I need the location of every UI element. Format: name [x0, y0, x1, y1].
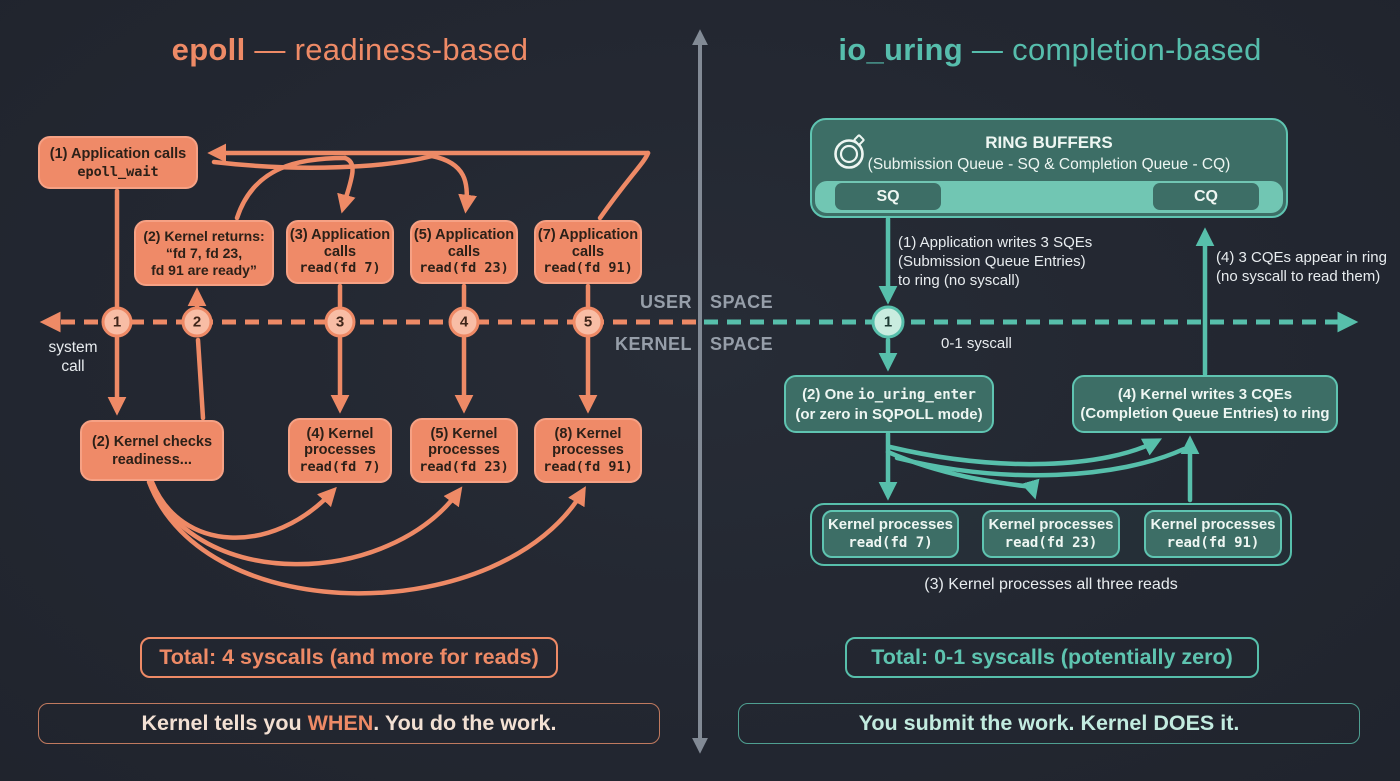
kp-read-fd91-code: read(fd 91) [1166, 535, 1260, 551]
syscall-marker-4: 4 [448, 306, 480, 338]
sqe-annotation: (1) Application writes 3 SQEs (Submissio… [898, 234, 1093, 289]
kernel-read-fd23-code: read(fd 23) [419, 458, 509, 475]
box-app-calls-read-fd91: (7) Application calls read(fd 91) [534, 220, 642, 284]
syscall-marker-5: 5 [572, 306, 604, 338]
system-call-label: system call [48, 339, 98, 375]
box-kernel-processes-read-fd91: Kernel processes read(fd 91) [1144, 510, 1282, 558]
epoll-title-rest: — readiness-based [245, 32, 529, 67]
kernel-space-label-right: SPACE [710, 334, 774, 354]
box-kernel-writes-cqes: (4) Kernel writes 3 CQEs (Completion Que… [1072, 375, 1338, 433]
kernel-read-fd7-code: read(fd 7) [299, 458, 381, 475]
epoll-arrows [107, 143, 651, 596]
epoll-total-box: Total: 4 syscalls (and more for reads) [140, 637, 558, 678]
syscall-marker-1: 1 [101, 306, 133, 338]
kernel-space-label-left: KERNEL [614, 334, 692, 354]
sq-chip: SQ [835, 183, 941, 210]
cq-chip: CQ [1153, 183, 1259, 210]
kernel-processes-caption: (3) Kernel processes all three reads [924, 576, 1178, 593]
box-kernel-processes-read-fd7: Kernel processes read(fd 7) [822, 510, 959, 558]
kp-read-fd7-code: read(fd 7) [848, 535, 933, 551]
box-kernel-checks-readiness: (2) Kernel checks readiness... [80, 420, 224, 481]
epoll-title-strong: epoll [171, 32, 246, 67]
epoll-wait-code: epoll_wait [77, 163, 159, 180]
box-kernel-processes-read-fd23: Kernel processes read(fd 23) [982, 510, 1120, 558]
box-kernel-processes-fd91: (8) Kernel processes read(fd 91) [534, 418, 642, 483]
ring-buffers-subtitle: (Submission Queue - SQ & Completion Queu… [867, 156, 1231, 173]
read-fd7-code: read(fd 7) [299, 260, 381, 277]
read-fd23-code: read(fd 23) [419, 260, 509, 277]
syscall-marker-2: 2 [181, 306, 213, 338]
kp-read-fd23-code: read(fd 23) [1004, 535, 1098, 551]
box-app-calls-read-fd7: (3) Application calls read(fd 7) [286, 220, 394, 284]
zero-one-syscall-note: 0-1 syscall [941, 335, 1012, 352]
box-app-calls-epoll-wait: (1) Application calls epoll_wait [38, 136, 198, 189]
kernel-read-fd91-code: read(fd 91) [543, 458, 633, 475]
box-iouring-enter: (2) One io_uring_enter (or zero in SQPOL… [784, 375, 994, 433]
iouring-total-box: Total: 0-1 syscalls (potentially zero) [845, 637, 1259, 678]
iouring-title-strong: io_uring [838, 32, 964, 67]
box-kernel-processes-fd23: (5) Kernel processes read(fd 23) [410, 418, 518, 483]
box-kernel-processes-fd7: (4) Kernel processes read(fd 7) [288, 418, 392, 483]
box-app-calls-read-fd23: (5) Application calls read(fd 23) [410, 220, 518, 284]
ring-icon [834, 134, 865, 169]
syscall-marker-3: 3 [324, 306, 356, 338]
iouring-arrows [878, 216, 1215, 503]
epoll-title: epoll — readiness-based [60, 32, 640, 68]
user-space-label-right: SPACE [710, 292, 774, 312]
epoll-statement-box: Kernel tells you WHEN. You do the work. [38, 703, 660, 744]
iouring-statement-box: You submit the work. Kernel DOES it. [738, 703, 1360, 744]
read-fd91-code: read(fd 91) [543, 260, 633, 277]
iouring-enter-code: io_uring_enter [857, 386, 976, 403]
ring-bar: SQ CQ [815, 181, 1283, 213]
when-highlight: WHEN [307, 711, 374, 735]
ring-buffers-box: RING BUFFERS (Submission Queue - SQ & Co… [810, 118, 1288, 218]
user-space-label-left: USER [639, 292, 692, 312]
iouring-title: io_uring — completion-based [770, 32, 1330, 68]
iouring-syscall-marker-1: 1 [871, 305, 905, 339]
iouring-title-rest: — completion-based [963, 32, 1262, 67]
ring-buffers-title: RING BUFFERS [985, 133, 1113, 152]
cqe-annotation: (4) 3 CQEs appear in ring (no syscall to… [1216, 249, 1387, 285]
box-kernel-returns: (2) Kernel returns: “fd 7, fd 23, fd 91 … [134, 220, 274, 286]
